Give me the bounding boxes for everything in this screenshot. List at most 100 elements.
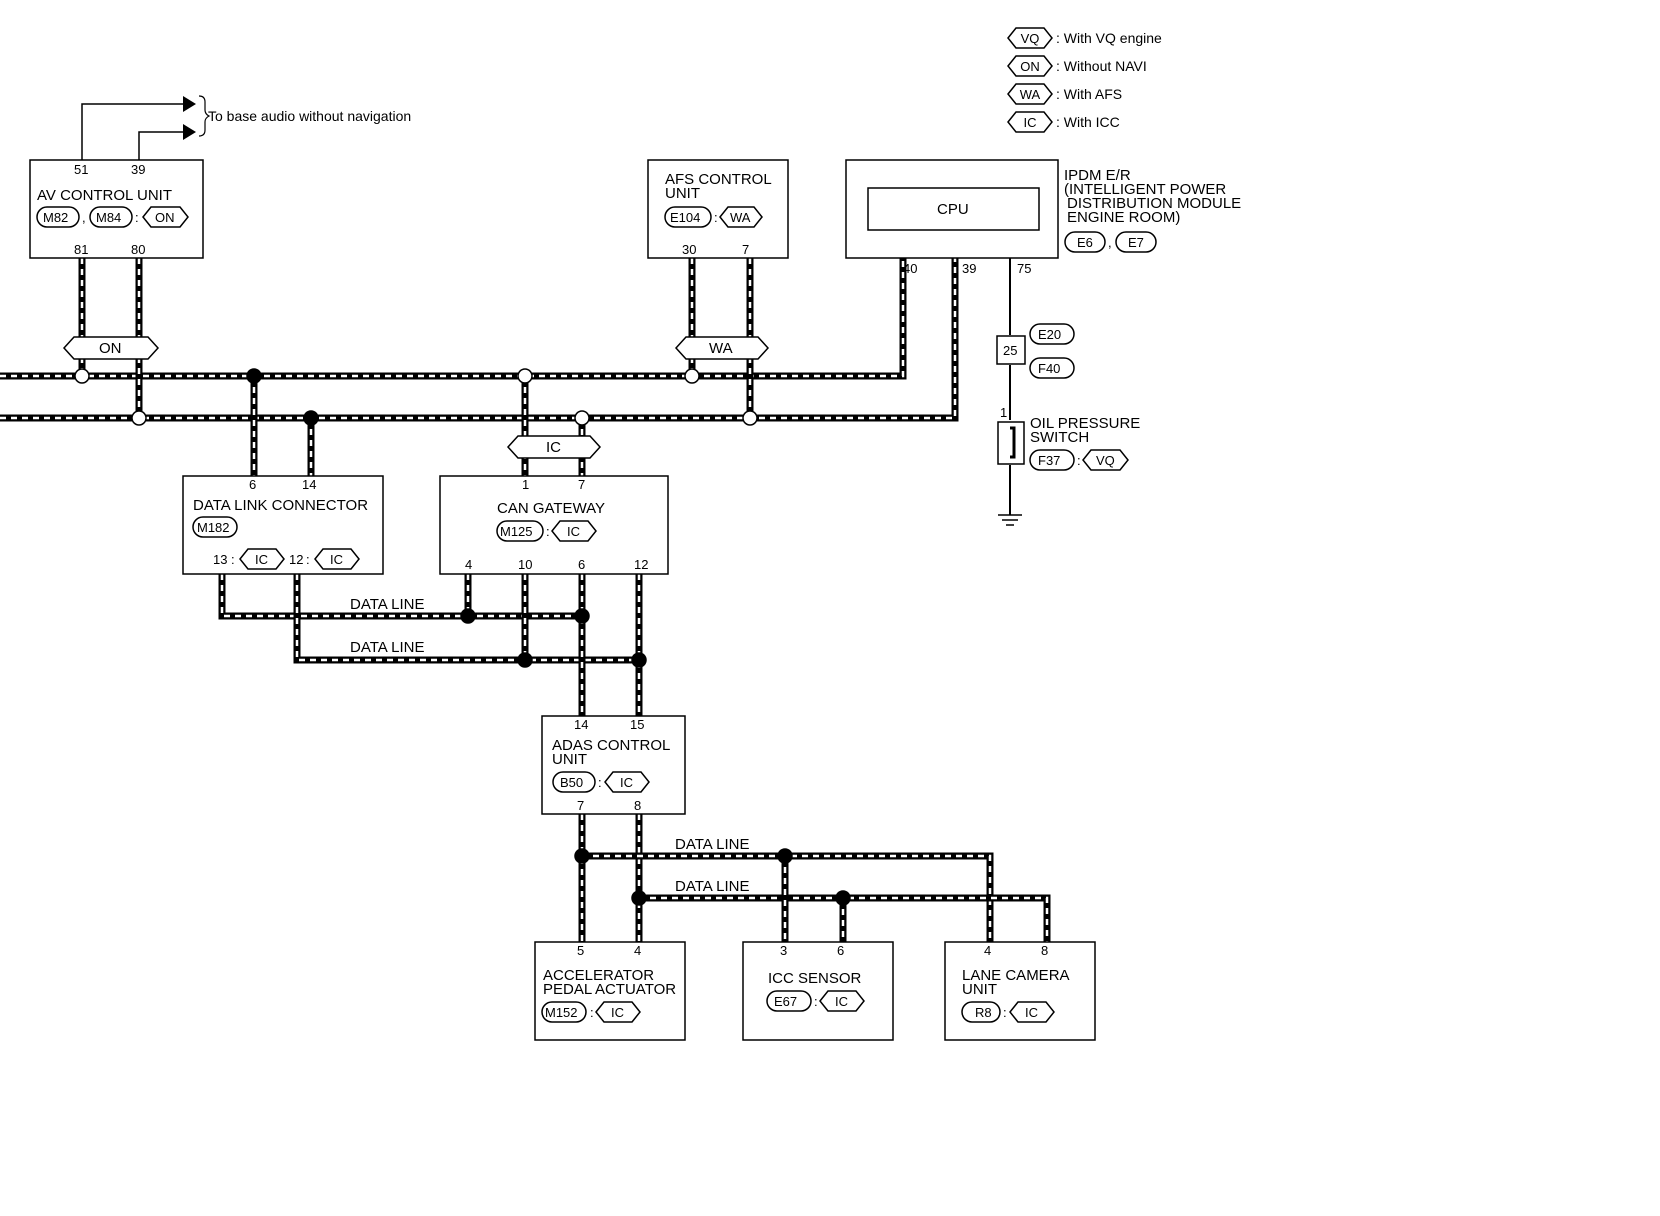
condition-label: IC <box>567 524 580 539</box>
module-title: AFS CONTROL <box>665 171 772 188</box>
module-title: ICC SENSOR <box>768 970 862 987</box>
open-junction <box>742 410 758 426</box>
splice-label: ON <box>99 340 122 357</box>
connector-label: M82 <box>43 210 68 225</box>
splice-dot <box>574 848 590 864</box>
connector-label: M152 <box>545 1005 578 1020</box>
splice-dot <box>303 410 319 426</box>
svg-text:,: , <box>1108 235 1112 250</box>
connector-badge <box>1029 449 1075 471</box>
module-title: ENGINE ROOM) <box>1067 209 1180 226</box>
condition-badge <box>1007 83 1053 105</box>
connector-badge <box>496 520 544 542</box>
arrow-icon <box>183 96 196 112</box>
module-title: AV CONTROL UNIT <box>37 187 172 204</box>
data-line-label: DATA LINE <box>675 878 749 895</box>
connector-label: M182 <box>197 520 230 535</box>
pin-label: 6 <box>837 943 844 958</box>
data-wire-stripe <box>220 574 582 618</box>
lane-camera-unit: 4 8 LANE CAMERA UNIT R8 : IC <box>944 941 1096 1041</box>
legend-item: ON: Without NAVI <box>1007 55 1147 77</box>
connector-label: F37 <box>1038 453 1060 468</box>
legend-text: : With VQ engine <box>1056 30 1162 46</box>
legend-item: IC: With ICC <box>1007 111 1120 133</box>
pin-label: 15 <box>630 717 644 732</box>
splice-wa: WA <box>674 336 770 360</box>
connector-badge <box>36 206 80 228</box>
ipdm-er: CPU IPDM E/R (INTELLIGENT POWER DISTRIBU… <box>845 159 1241 276</box>
switch-icon <box>1010 426 1016 459</box>
pin-label: 7 <box>577 798 584 813</box>
svg-text::: : <box>135 210 139 225</box>
condition-label: IC <box>835 994 848 1009</box>
pin-label: 14 <box>574 717 588 732</box>
legend-item: VQ : With VQ engine <box>1007 27 1162 49</box>
av-control-unit: 51 39 AV CONTROL UNIT M82 , M84 : ON 81 … <box>29 159 204 259</box>
module-title: OIL PRESSURE <box>1030 415 1140 432</box>
module-title: PEDAL ACTUATOR <box>543 981 676 998</box>
splice-dot <box>835 890 851 906</box>
svg-text::: : <box>598 775 602 790</box>
connector-badge <box>1029 357 1075 379</box>
svg-text::: : <box>546 524 550 539</box>
connector-label: E104 <box>670 210 700 225</box>
pin-label: 4 <box>984 943 991 958</box>
splice-label: WA <box>709 340 733 357</box>
oil-pressure-switch: 1 OIL PRESSURE SWITCH F37 : VQ <box>997 405 1140 471</box>
svg-text::: : <box>231 552 235 567</box>
module-title: CAN GATEWAY <box>497 500 605 517</box>
svg-text::: : <box>714 210 718 225</box>
open-junction <box>131 410 147 426</box>
pin-label: 8 <box>1041 943 1048 958</box>
data-wire-stripe <box>582 854 992 942</box>
condition-badge <box>1082 449 1129 471</box>
connector-label: M125 <box>500 524 533 539</box>
cpu-block <box>867 187 1040 231</box>
connector-badge <box>766 990 812 1012</box>
splice-dot <box>517 652 533 668</box>
pin-label: 6 <box>249 477 256 492</box>
module-title: UNIT <box>962 981 997 998</box>
module-title: ADAS CONTROL <box>552 737 670 754</box>
data-link-connector: 6 14 DATA LINK CONNECTOR M182 13 : IC 12… <box>182 475 384 575</box>
condition-badge <box>819 990 865 1012</box>
connector-label: E20 <box>1038 327 1061 342</box>
afs-control-unit: AFS CONTROL UNIT E104 : WA 30 7 <box>647 159 789 259</box>
connector-label: B50 <box>560 775 583 790</box>
open-junction <box>684 368 700 384</box>
splice-dot <box>574 608 590 624</box>
pin-label: 1 <box>1000 405 1007 420</box>
condition-badge <box>1009 1001 1055 1023</box>
connector-badge <box>89 206 133 228</box>
condition-badge <box>1007 55 1053 77</box>
svg-text::: : <box>1077 453 1081 468</box>
condition-label: IC <box>1025 1005 1038 1020</box>
connector-label: R8 <box>975 1005 992 1020</box>
splice-dot <box>631 652 647 668</box>
module-title: SWITCH <box>1030 429 1089 446</box>
connector-badge <box>1064 231 1106 253</box>
data-wire-stripe <box>639 896 1049 942</box>
pin-label: 39 <box>131 162 145 177</box>
condition-label: IC <box>620 775 633 790</box>
data-line-label: DATA LINE <box>675 836 749 853</box>
connector-badge <box>552 771 596 793</box>
connector-label: F40 <box>1038 361 1060 376</box>
data-line-label: DATA LINE <box>350 639 424 656</box>
legend-item: WA: With AFS <box>1007 83 1122 105</box>
data-wire-stripe <box>0 258 905 378</box>
legend-code: VQ <box>1021 31 1040 46</box>
condition-label: IC <box>255 552 268 567</box>
splice-dot <box>460 608 476 624</box>
condition-label: IC <box>330 552 343 567</box>
junctions <box>74 368 851 906</box>
pin-label: 75 <box>1017 261 1031 276</box>
legend-code: WA <box>1020 87 1041 102</box>
condition-label: ON <box>155 210 175 225</box>
open-junction <box>517 368 533 384</box>
pin-label: 4 <box>465 557 472 572</box>
module-title: DISTRIBUTION MODULE <box>1067 195 1241 212</box>
connector-label: E7 <box>1128 235 1144 250</box>
pin-label: 8 <box>634 798 641 813</box>
